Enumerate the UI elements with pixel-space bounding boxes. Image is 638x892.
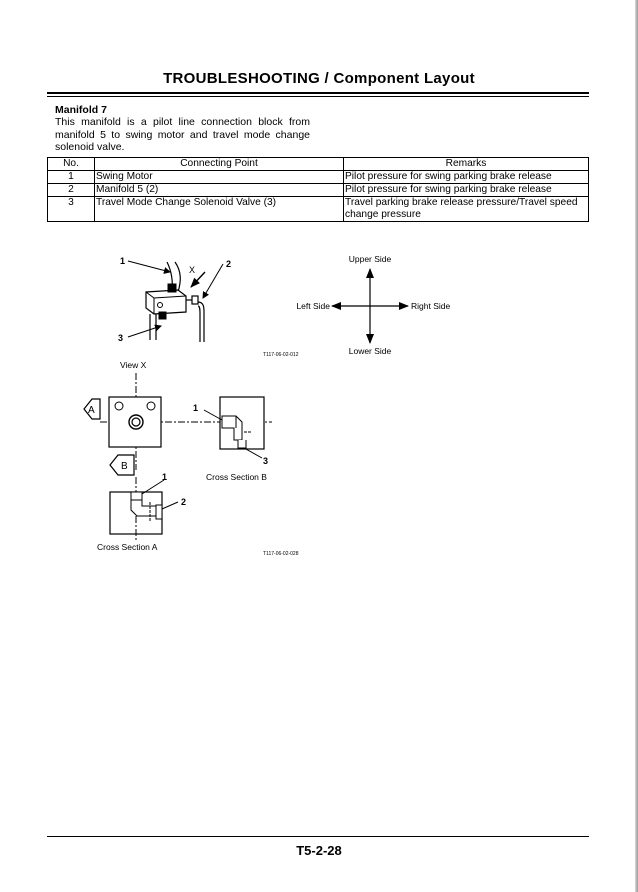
figure1-callout-2: 2 (226, 259, 231, 269)
view-x-marker: X (189, 265, 195, 275)
page-title: TROUBLESHOOTING / Component Layout (163, 70, 475, 87)
section-title: Manifold 7 (55, 104, 107, 116)
figure1-callout-1: 1 (120, 256, 125, 266)
section-b-callout-3: 3 (263, 456, 268, 466)
page-number: T5-2-28 (296, 843, 342, 858)
upper-side-label: Upper Side (349, 254, 392, 264)
manifold-installation-figure (127, 260, 224, 342)
connection-table: No. Connecting Point Remarks 1 Swing Mot… (47, 157, 589, 222)
section-description: This manifold is a pilot line connection… (55, 116, 310, 154)
right-side-label: Right Side (411, 301, 450, 311)
header-rule-thin (47, 95, 589, 97)
figure1-callout-3: 3 (118, 333, 123, 343)
row-remarks: Travel parking brake release pressure/Tr… (343, 196, 589, 222)
view-x-figure (83, 373, 272, 540)
row-connecting-point: Travel Mode Change Solenoid Valve (3) (94, 196, 344, 222)
header-rule-thick (47, 92, 589, 94)
section-a-callout-1: 1 (162, 472, 167, 482)
footer-rule (47, 836, 589, 837)
cross-section-b-label: Cross Section B (206, 472, 267, 482)
figure1-code: T117-06-02-012 (263, 352, 299, 358)
table-row: 3 Travel Mode Change Solenoid Valve (3) … (47, 196, 589, 222)
row-no: 3 (47, 196, 95, 222)
section-a-callout-2: 2 (181, 497, 186, 507)
section-b-callout-1: 1 (193, 403, 198, 413)
cross-section-a-label: Cross Section A (97, 542, 158, 552)
manifold-section: Manifold 7 This manifold is a pilot line… (55, 104, 310, 154)
section-a-marker: A (88, 405, 95, 416)
left-side-label: Left Side (296, 301, 330, 311)
section-b-marker: B (121, 461, 128, 472)
lower-side-label: Lower Side (349, 346, 392, 356)
page-edge (635, 0, 638, 892)
view-x-label: View X (120, 360, 147, 370)
orientation-indicator (331, 268, 409, 344)
table-row: 1 Swing Motor Pilot pressure for swing p… (47, 170, 589, 184)
figure2-code: T117-06-02-028 (263, 551, 299, 557)
